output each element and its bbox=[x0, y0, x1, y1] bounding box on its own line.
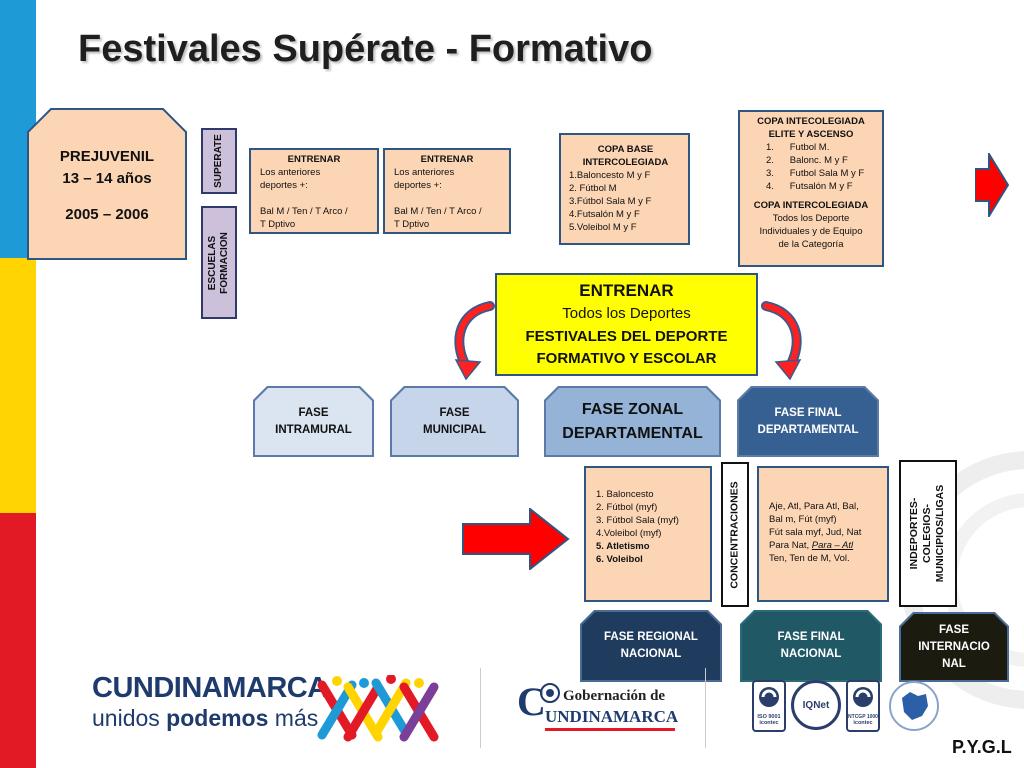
list-item: 5. Atletismo bbox=[596, 541, 650, 552]
iso-certification-logo: ISO 9001 icontec bbox=[752, 680, 786, 732]
copa-base-box: COPA BASE INTERCOLEGIADA 1.Baloncesto M … bbox=[559, 133, 690, 245]
cundinamarca-logo: CUNDINAMARCA unidos podemos más bbox=[92, 672, 328, 731]
gobernacion-logo: C Gobernación de UNDINAMARCA bbox=[517, 679, 678, 732]
entrenar-box-2: ENTRENAR Los anteriores deportes +: Bal … bbox=[383, 148, 511, 234]
curved-arrow-left-icon bbox=[454, 301, 495, 380]
prejuvenil-title: PREJUVENIL bbox=[59, 148, 155, 165]
list-item: 4.Voleibol (myf) bbox=[596, 528, 662, 539]
sports-list-box: 1. Baloncesto 2. Fútbol (myf) 3. Fútbol … bbox=[584, 466, 712, 602]
concentraciones-box: Aje, Atl, Para Atl, Bal, Bal m, Fút (myf… bbox=[757, 466, 889, 602]
divider bbox=[705, 668, 706, 748]
coat-of-arms-icon bbox=[540, 683, 560, 703]
list-item: 2. Fútbol (myf) bbox=[596, 502, 658, 513]
iqnet-certification-logo: IQNet bbox=[791, 680, 841, 730]
map-seal-logo bbox=[889, 681, 939, 731]
list-item: 6. Voleibol bbox=[596, 554, 643, 565]
prejuvenil-box: PREJUVENIL 13 – 14 años 2005 – 2006 bbox=[27, 108, 187, 260]
list-item: 3. Futbol Sala M y F bbox=[766, 168, 865, 179]
concentraciones-label: CONCENTRACIONES bbox=[721, 462, 749, 607]
indeportes-label: INDEPORTES- COLEGIOS- MUNICIPIOS/LIGAS bbox=[899, 460, 957, 607]
list-item: 5.Voleibol M y F bbox=[569, 222, 637, 233]
curved-arrow-right-icon bbox=[761, 301, 802, 380]
stripe-yellow bbox=[0, 258, 36, 513]
center-entrenar-box: ENTRENAR Todos los Deportes FESTIVALES D… bbox=[495, 273, 758, 376]
prejuvenil-age: 13 – 14 años bbox=[62, 170, 152, 187]
unidos-figures-logo bbox=[317, 675, 439, 742]
list-item: 2. Balonc. M y F bbox=[766, 155, 848, 166]
prejuvenil-years: 2005 – 2006 bbox=[65, 206, 149, 223]
list-item: 1. Futbol M. bbox=[766, 142, 830, 153]
stripe-red bbox=[0, 513, 36, 768]
ntcgp-certification-logo: NTCGP 1000 icontec bbox=[846, 680, 880, 732]
arrow-right-icon bbox=[462, 508, 570, 570]
copa-elite-box: COPA INTECOLEGIADA ELITE Y ASCENSO 1. Fu… bbox=[738, 110, 884, 267]
list-item: 4.Futsalón M y F bbox=[569, 209, 640, 220]
ntcgp-icon bbox=[853, 687, 873, 707]
list-item: 1.Baloncesto M y F bbox=[569, 170, 651, 181]
entrenar-box-1: ENTRENAR Los anteriores deportes +: Bal … bbox=[249, 148, 379, 234]
escuelas-text: ESCUELAS bbox=[207, 235, 219, 290]
list-item: 2. Fútbol M bbox=[569, 183, 617, 194]
list-item: 4. Futsalón M y F bbox=[766, 181, 853, 192]
superate-label: SUPERATE bbox=[201, 128, 237, 194]
arrow-right-icon bbox=[975, 153, 1009, 217]
page-title: Festivales Supérate - Formativo bbox=[78, 28, 653, 70]
list-item: 1. Baloncesto bbox=[596, 489, 654, 500]
escuelas-formacion-label: ESCUELAS FORMACION bbox=[201, 206, 237, 319]
formacion-text: FORMACION bbox=[219, 231, 231, 294]
divider bbox=[480, 668, 481, 748]
iso-icon bbox=[759, 687, 779, 707]
list-item: 3. Fútbol Sala (myf) bbox=[596, 515, 679, 526]
list-item: 3.Fútbol Sala M y F bbox=[569, 196, 652, 207]
footer-initials: P.Y.G.L bbox=[952, 737, 1012, 757]
